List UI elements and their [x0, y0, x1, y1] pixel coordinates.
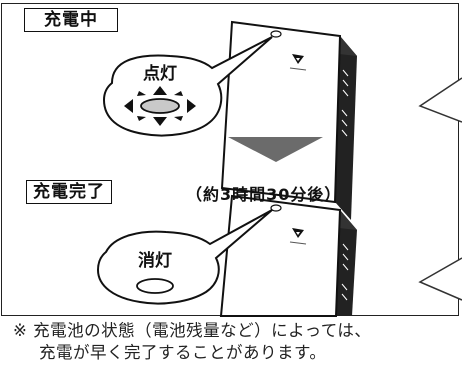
status-label-complete: 充電完了 [26, 180, 112, 204]
logo-mark [289, 54, 307, 71]
footnote-line-1: ※ 充電池の状態（電池残量など）によっては、 [13, 321, 372, 340]
logo-mark [289, 228, 307, 245]
down-arrow [228, 137, 323, 162]
side-callout-top [418, 77, 462, 123]
status-label-charging: 充電中 [24, 8, 118, 32]
side-callout-bottom [418, 257, 462, 301]
bubble-label-complete: 消灯 [138, 250, 172, 271]
device-complete [219, 194, 357, 317]
footnote: ※ 充電池の状態（電池残量など）によっては、 充電が早く完了することがあります。 [13, 320, 371, 364]
blinking-light-icon [124, 86, 196, 126]
bubble-label-charging: 点灯 [143, 63, 177, 84]
callout-bubble-complete [96, 209, 273, 305]
light-off-icon [136, 278, 174, 294]
duration-text: （約3時間30分後） [186, 185, 342, 204]
device-charging [220, 20, 357, 220]
footnote-line-2: 充電が早く完了することがあります。 [39, 343, 327, 362]
